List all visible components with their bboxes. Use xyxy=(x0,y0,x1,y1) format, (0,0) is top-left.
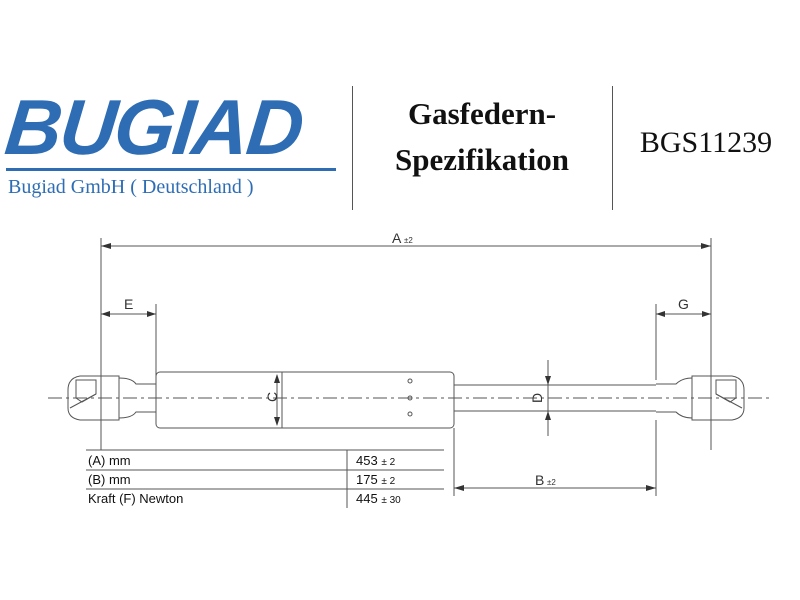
right-fitting-hatch xyxy=(715,393,743,409)
spec-value-number: 453 xyxy=(356,453,378,468)
arrow-a-left xyxy=(101,243,111,249)
cylinder-body xyxy=(155,371,455,429)
arrow-d-top xyxy=(545,376,551,385)
arrow-c-top xyxy=(274,374,280,383)
dimension-label-g: G xyxy=(678,296,689,312)
arrow-g-left xyxy=(656,311,665,317)
arrow-e-right xyxy=(147,311,156,317)
spec-value-tolerance: ± 30 xyxy=(381,495,401,506)
left-fitting-hatch xyxy=(69,393,97,409)
part-number: BGS11239 xyxy=(639,126,773,159)
left-fitting-socket xyxy=(75,379,97,403)
arrow-b-right xyxy=(646,485,656,491)
right-end-fitting xyxy=(711,375,745,421)
arrow-g-right xyxy=(702,311,711,317)
title-line-1: Gasfedern- xyxy=(407,96,557,131)
arrow-d-bottom xyxy=(545,411,551,420)
left-fitting-neck xyxy=(100,375,120,421)
dimension-tol-b: ±2 xyxy=(547,478,556,487)
spec-label: Kraft (F) Newton xyxy=(88,491,184,506)
dimension-label-b: B xyxy=(535,472,544,488)
arrow-a-right xyxy=(701,243,711,249)
spec-value-tolerance: ± 2 xyxy=(381,476,396,487)
arrow-c-bottom xyxy=(274,417,280,426)
spec-sheet-header: BUGIAD Bugiad GmbH ( Deutschland ) Gasfe… xyxy=(0,0,800,215)
spec-value-tolerance: ± 2 xyxy=(381,457,396,468)
spec-row-force: Kraft (F) Newton 445 ± 30 xyxy=(86,489,444,508)
dimension-label-d: D xyxy=(529,393,545,403)
header-divider-right xyxy=(612,86,613,210)
cylinder-dot-2 xyxy=(407,395,413,401)
arrow-e-left xyxy=(101,311,110,317)
logo-underline xyxy=(6,168,336,171)
spec-value-number: 175 xyxy=(356,472,378,487)
dimension-tol-a: ±2 xyxy=(404,236,413,245)
spec-row-a: (A) mm 453 ± 2 xyxy=(86,451,444,470)
title-line-2: Spezifikation xyxy=(395,142,569,177)
spec-value: 453 ± 2 xyxy=(356,453,438,468)
dimension-label-a: A xyxy=(392,230,402,246)
cylinder-dot-3 xyxy=(407,411,413,417)
left-fitting-collar xyxy=(118,377,156,419)
right-fitting-socket xyxy=(715,379,737,403)
dimension-label-c: C xyxy=(264,392,280,402)
right-fitting-neck xyxy=(691,375,712,421)
spec-value-number: 445 xyxy=(356,491,378,506)
spec-label: (B) mm xyxy=(88,472,131,487)
spec-label: (A) mm xyxy=(88,453,131,468)
dimension-label-e: E xyxy=(124,296,133,312)
cylinder-dot-1 xyxy=(407,378,413,384)
arrow-b-left xyxy=(454,485,464,491)
spec-row-b: (B) mm 175 ± 2 xyxy=(86,470,444,489)
left-end-fitting xyxy=(67,375,101,421)
spec-value: 445 ± 30 xyxy=(356,491,438,506)
company-name: Bugiad GmbH ( Deutschland ) xyxy=(8,176,254,198)
spec-value: 175 ± 2 xyxy=(356,472,438,487)
right-fitting-collar xyxy=(656,377,693,419)
header-divider-left xyxy=(352,86,353,210)
